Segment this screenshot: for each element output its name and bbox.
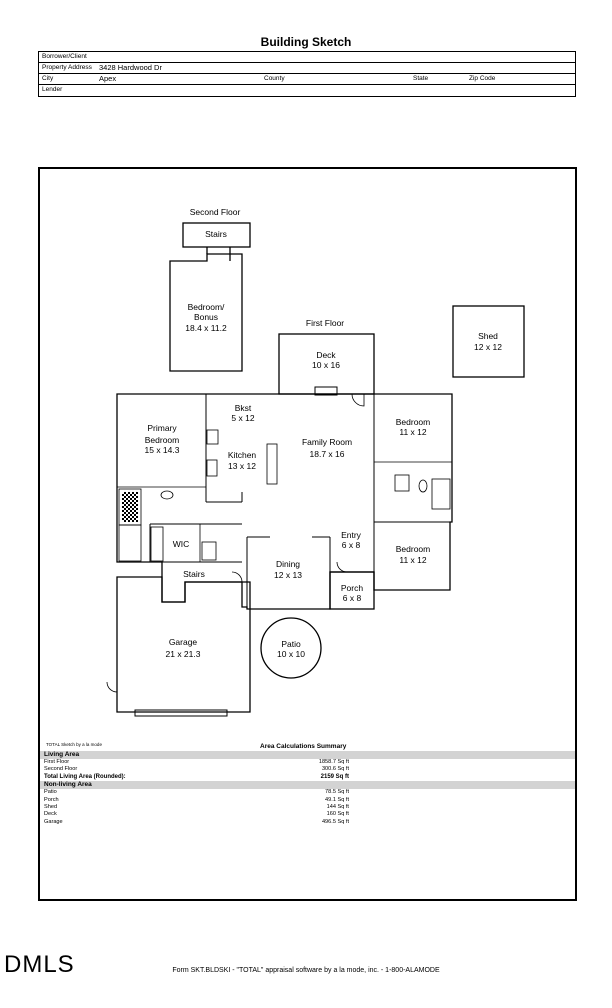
- bonus-name-2: Bonus: [194, 312, 218, 322]
- deck-size: 10 x 16: [312, 360, 340, 370]
- city-label: City: [42, 75, 54, 82]
- area-row-value: 1858.7 Sq ft: [318, 759, 349, 765]
- deck-name: Deck: [316, 350, 336, 360]
- city-row: City Apex County State Zip Code: [39, 74, 575, 85]
- area-row-label: First Floor: [44, 759, 70, 765]
- dining-name: Dining: [276, 559, 300, 569]
- area-row-label: Deck: [44, 811, 57, 818]
- total-living-label: Total Living Area (Rounded):: [44, 773, 126, 780]
- area-row-value: 49.1 Sq ft: [325, 796, 349, 803]
- area-row-label: Porch: [44, 796, 59, 803]
- primary-size: 15 x 14.3: [145, 445, 180, 455]
- area-row-label: Patio: [44, 789, 57, 796]
- bedroom2-name: Bedroom: [396, 417, 431, 427]
- family-room-name: Family Room: [302, 437, 352, 447]
- kitchen-name: Kitchen: [228, 450, 257, 460]
- porch-name: Porch: [341, 583, 363, 593]
- borrower-row: Borrower/Client: [39, 52, 575, 63]
- shed-size: 12 x 12: [474, 342, 502, 352]
- floor-plan: Second Floor Stairs Bedroom/ Bonus 18.4 …: [106, 207, 525, 717]
- area-row: Second Floor 300.6 Sq ft: [40, 766, 575, 773]
- area-row: Porch 49.1 Sq ft: [40, 797, 575, 804]
- garage-size: 21 x 21.3: [166, 649, 201, 659]
- garage-door: [134, 709, 228, 717]
- area-row-label: Garage: [44, 818, 63, 825]
- porch-outline: [329, 571, 375, 610]
- primary-name-1: Primary: [147, 423, 177, 433]
- shed-name: Shed: [478, 331, 498, 341]
- city-value: Apex: [99, 74, 117, 83]
- patio-outline: [260, 617, 322, 679]
- shed-outline: [452, 305, 525, 378]
- zip-label: Zip Code: [469, 75, 496, 82]
- mls-logo: DMLS: [4, 951, 75, 978]
- dining-size: 12 x 13: [274, 570, 302, 580]
- patio-name: Patio: [281, 639, 301, 649]
- bonus-room-outline: [169, 253, 243, 372]
- property-address-label: Property Address: [42, 64, 92, 71]
- area-row-label: Second Floor: [44, 766, 78, 773]
- patio-size: 10 x 10: [277, 649, 305, 659]
- lender-label: Lender: [42, 86, 63, 93]
- document-title: Building Sketch: [260, 35, 352, 49]
- area-row: First Floor 1858.7 Sq ft: [40, 759, 575, 766]
- entry-name: Entry: [341, 530, 362, 540]
- header-table: Borrower/Client Property Address 3428 Ha…: [38, 51, 576, 97]
- property-address-value: 3428 Hardwood Dr: [99, 63, 162, 72]
- lender-row: Lender: [39, 85, 575, 96]
- stairs-up-label: Stairs: [205, 229, 227, 239]
- kitchen-size: 13 x 12: [228, 461, 256, 471]
- total-living-row: Total Living Area (Rounded): 2159 Sq ft: [40, 774, 575, 781]
- bedroom3-size: 11 x 12: [399, 555, 427, 565]
- area-row-value: 78.5 Sq ft: [325, 789, 349, 796]
- area-summary: Living Area First Floor 1858.7 Sq ft Sec…: [40, 751, 575, 826]
- area-summary-title: Area Calculations Summary: [260, 743, 347, 750]
- area-row: Garage 496.5 Sq ft: [40, 819, 575, 826]
- borrower-label: Borrower/Client: [42, 53, 87, 60]
- sketch-frame: Second Floor Stairs Bedroom/ Bonus 18.4 …: [38, 167, 577, 901]
- footer-credit: Form SKT.BLDSKI - "TOTAL" appraisal soft…: [172, 967, 440, 974]
- area-row-value: 160 Sq ft: [326, 811, 349, 818]
- second-floor-label: Second Floor: [190, 207, 241, 217]
- bedroom2-size: 11 x 12: [399, 427, 427, 437]
- bkst-size: 5 x 12: [231, 413, 254, 423]
- bedroom3-name: Bedroom: [396, 544, 431, 554]
- area-row-value: 300.6 Sq ft: [321, 766, 349, 773]
- first-floor-label: First Floor: [306, 318, 344, 328]
- state-label: State: [413, 75, 429, 82]
- total-living-value: 2159 Sq ft: [320, 773, 349, 780]
- porch-size: 6 x 8: [343, 593, 362, 603]
- area-row: Shed 144 Sq ft: [40, 804, 575, 811]
- area-row: Deck 160 Sq ft: [40, 811, 575, 818]
- area-row-label: Shed: [44, 803, 58, 810]
- stairs-up-outline: [182, 222, 251, 248]
- sketch-credit: TOTAL Sketch by a la mode: [46, 742, 102, 747]
- bkst-name: Bkst: [235, 403, 252, 413]
- garage-outline: [116, 576, 251, 713]
- bonus-size: 18.4 x 11.2: [185, 323, 227, 333]
- living-area-header: Living Area: [40, 751, 575, 759]
- primary-name-2: Bedroom: [145, 435, 180, 445]
- nonliving-area-header: Non-living Area: [40, 781, 575, 790]
- area-row-value: 496.5 Sq ft: [321, 818, 349, 825]
- wic-label: WIC: [173, 539, 190, 549]
- county-label: County: [264, 75, 285, 82]
- area-row-value: 144 Sq ft: [326, 803, 349, 810]
- entry-size: 6 x 8: [342, 540, 361, 550]
- family-room-size: 18.7 x 16: [310, 449, 345, 459]
- property-address-row: Property Address 3428 Hardwood Dr: [39, 63, 575, 74]
- stairs-down-label: Stairs: [183, 569, 205, 579]
- area-row: Patio 78.5 Sq ft: [40, 789, 575, 796]
- garage-name: Garage: [169, 637, 198, 647]
- bonus-name-1: Bedroom/: [188, 302, 225, 312]
